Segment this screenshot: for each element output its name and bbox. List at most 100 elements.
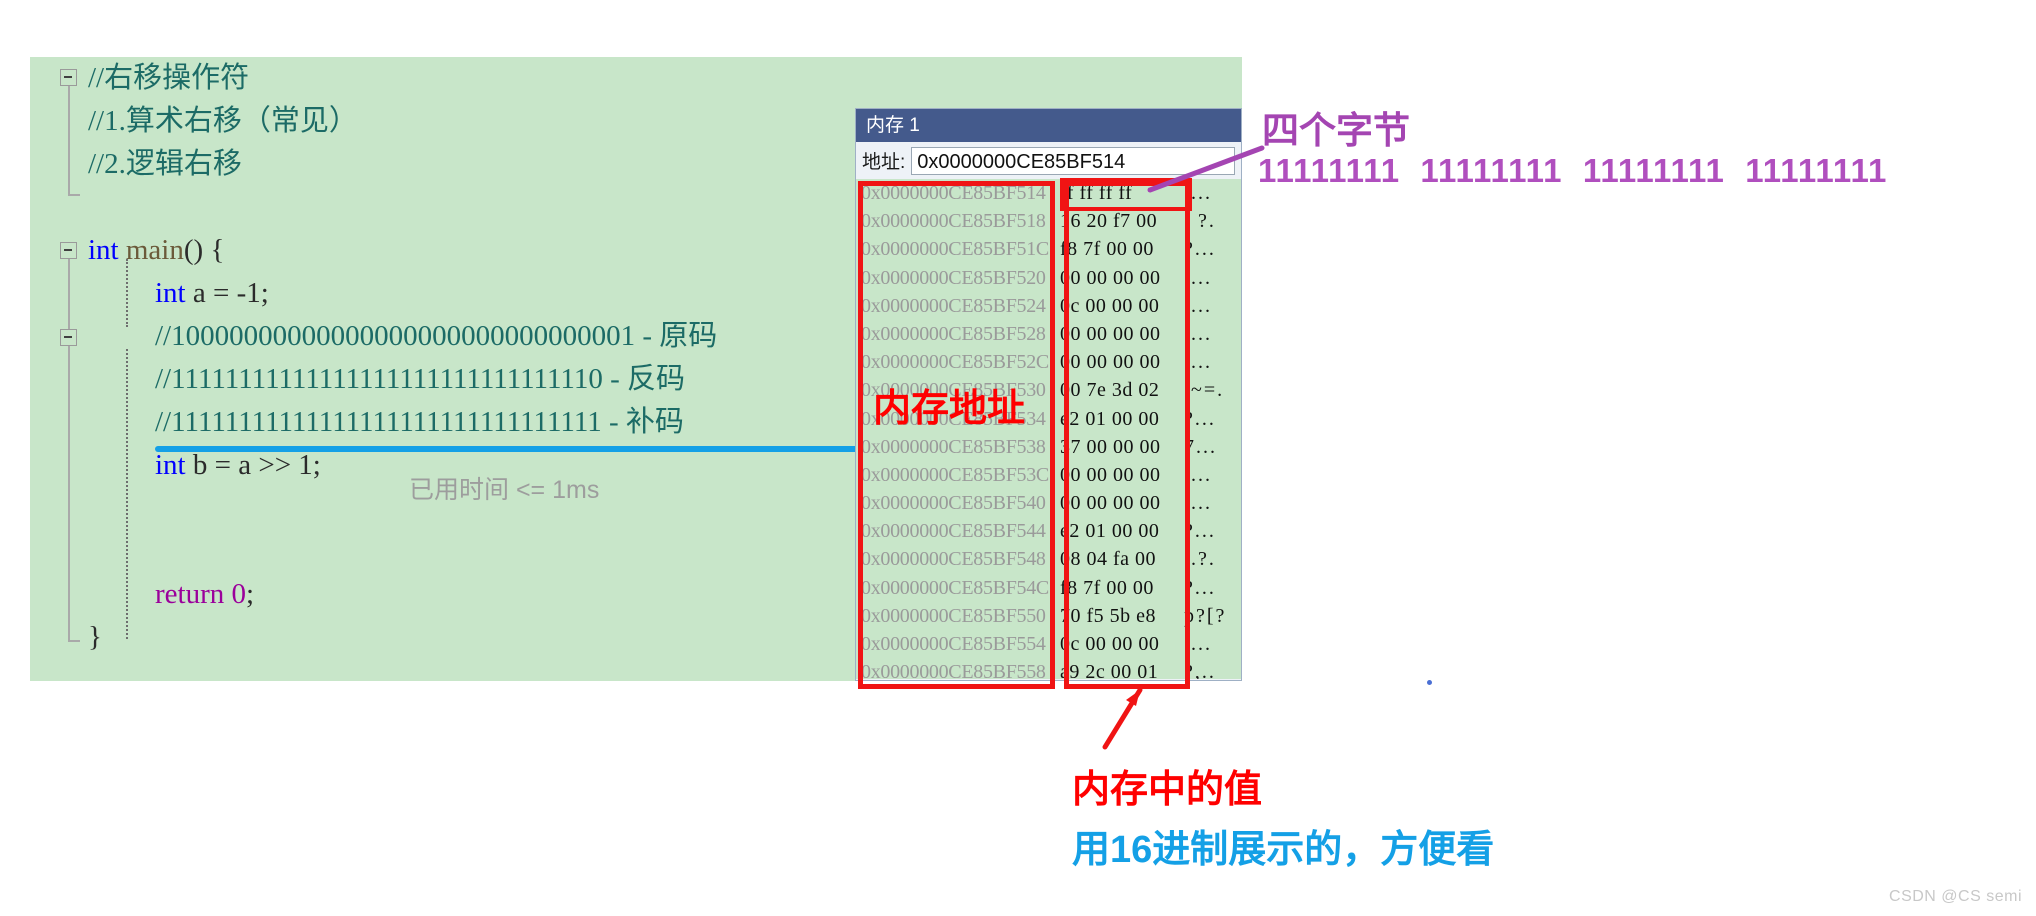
- memory-row-address: 0x0000000CE85BF518: [861, 210, 1046, 233]
- watermark: CSDN @CS semi: [1889, 888, 2022, 905]
- memory-row-address: 0x0000000CE85BF534: [861, 407, 1046, 430]
- memory-row-hex: e2 01 00 00: [1060, 407, 1160, 430]
- memory-row-hex: 08 04 fa 00: [1060, 548, 1157, 571]
- memory-row-ascii: ?...: [1184, 576, 1216, 599]
- memory-row-address: 0x0000000CE85BF528: [861, 322, 1046, 345]
- red-arrow-head: [1126, 690, 1140, 706]
- memory-row-hex: 00 00 00 00: [1060, 492, 1161, 515]
- memory-row-address: 0x0000000CE85BF544: [861, 520, 1046, 543]
- fold-guide-inner-top: [126, 259, 128, 327]
- code-line-1: //右移操作符: [88, 62, 250, 94]
- memory-row[interactable]: 0x0000000CE85BF518 16 20 f7 00 . ?.: [856, 207, 1241, 235]
- fold-guide-foot: [68, 194, 80, 196]
- memory-row[interactable]: 0x0000000CE85BF52C 00 00 00 00....: [856, 348, 1241, 376]
- memory-row-ascii: ....: [1184, 322, 1212, 345]
- fold-guide-inner-bottom: [126, 349, 128, 639]
- memory-row-ascii: ?,..: [1184, 661, 1216, 679]
- memory-row-hex: a9 2c 00 01: [1060, 661, 1159, 679]
- fold-toggle-comment-block[interactable]: [60, 69, 77, 86]
- code-line-9: //11111111111111111111111111111111 - 补码: [155, 406, 684, 438]
- emphasis-underline: [155, 446, 865, 452]
- code-line-6: int a = -1;: [155, 277, 269, 309]
- address-input[interactable]: 0x0000000CE85BF514: [911, 146, 1235, 175]
- fold-guide-foot-main: [68, 640, 80, 642]
- memory-row-ascii: ....: [1184, 182, 1212, 204]
- fold-guide-line-main: [68, 259, 70, 640]
- memory-row[interactable]: 0x0000000CE85BF520 00 00 00 00....: [856, 264, 1241, 292]
- memory-row-ascii: ....: [1184, 633, 1212, 655]
- memory-row-address: 0x0000000CE85BF540: [861, 492, 1046, 515]
- memory-row-hex: 00 00 00 00: [1060, 463, 1161, 486]
- memory-row[interactable]: 0x0000000CE85BF53C 00 00 00 00....: [856, 461, 1241, 489]
- memory-row[interactable]: 0x0000000CE85BF544 e2 01 00 00?...: [856, 517, 1241, 545]
- code-line-3: //2.逻辑右移: [88, 148, 242, 180]
- fold-toggle-main[interactable]: [60, 242, 77, 259]
- memory-row-ascii: ....: [1184, 266, 1212, 289]
- code-line-7: //10000000000000000000000000000001 - 原码: [155, 320, 718, 352]
- memory-row-address: 0x0000000CE85BF554: [861, 633, 1046, 655]
- memory-row[interactable]: 0x0000000CE85BF554 0c 00 00 00....: [856, 630, 1241, 658]
- fold-toggle-comments-inner[interactable]: [60, 329, 77, 346]
- address-label: 地址:: [862, 152, 906, 173]
- memory-row-address: 0x0000000CE85BF514: [861, 182, 1046, 204]
- memory-row-ascii: ?...: [1184, 407, 1216, 430]
- memory-row-address: 0x0000000CE85BF520: [861, 266, 1046, 289]
- memory-row-address: 0x0000000CE85BF524: [861, 294, 1046, 317]
- memory-row-hex: 0c 00 00 00: [1060, 633, 1160, 655]
- memory-row-hex: e2 01 00 00: [1060, 520, 1160, 543]
- annotation-memory-value: 内存中的值: [1072, 769, 1263, 811]
- memory-row-ascii: ....: [1184, 463, 1212, 486]
- annotation-hex-note: 用16进制展示的，方便看: [1072, 829, 1495, 871]
- memory-address-bar: 地址: 0x0000000CE85BF514: [856, 142, 1241, 179]
- memory-row[interactable]: 0x0000000CE85BF514 ff ff ff ff....: [856, 179, 1241, 207]
- memory-row-hex: 00 7e 3d 02: [1060, 379, 1160, 402]
- memory-window-title: 内存 1: [856, 109, 1241, 142]
- memory-row-hex: 00 00 00 00: [1060, 266, 1161, 289]
- code-line-13: return 0;: [155, 578, 255, 610]
- memory-row[interactable]: 0x0000000CE85BF530 00 7e 3d 02 .~=.: [856, 376, 1241, 404]
- memory-row-ascii: ..?.: [1184, 548, 1216, 571]
- memory-row-ascii: ....: [1184, 492, 1212, 515]
- code-line-2: //1.算术右移（常见）: [88, 105, 358, 137]
- memory-row-ascii: ....: [1184, 351, 1212, 374]
- memory-row-hex: 0c 00 00 00: [1060, 294, 1160, 317]
- memory-row-hex: f8 7f 00 00: [1060, 238, 1154, 261]
- memory-row[interactable]: 0x0000000CE85BF540 00 00 00 00....: [856, 489, 1241, 517]
- code-line-14: }: [88, 621, 102, 653]
- memory-row[interactable]: 0x0000000CE85BF550 70 f5 5b e8 p?[?: [856, 602, 1241, 630]
- memory-row-ascii: ?...: [1184, 238, 1216, 261]
- memory-row-address: 0x0000000CE85BF54C: [861, 576, 1049, 599]
- memory-row-address: 0x0000000CE85BF558: [861, 661, 1046, 679]
- memory-row-ascii: ?...: [1184, 520, 1216, 543]
- memory-row-hex: 00 00 00 00: [1060, 351, 1161, 374]
- memory-row-ascii: p?[?: [1184, 604, 1227, 627]
- memory-row-address: 0x0000000CE85BF538: [861, 435, 1046, 458]
- memory-row-ascii: . ?.: [1184, 210, 1216, 233]
- fold-guide-line: [68, 86, 70, 194]
- memory-row-hex: 16 20 f7 00: [1060, 210, 1158, 233]
- stray-dot-marker: [1427, 680, 1432, 685]
- code-line-5: int main() {: [88, 234, 225, 266]
- memory-row[interactable]: 0x0000000CE85BF528 00 00 00 00....: [856, 320, 1241, 348]
- memory-row-address: 0x0000000CE85BF530: [861, 379, 1046, 402]
- memory-row-hex: 37 00 00 00: [1060, 435, 1161, 458]
- annotation-memory-address: 内存地址: [873, 388, 1026, 430]
- code-line-10: int b = a >> 1;: [155, 449, 321, 481]
- memory-row-hex: 00 00 00 00: [1060, 322, 1161, 345]
- memory-row[interactable]: 0x0000000CE85BF524 0c 00 00 00....: [856, 292, 1241, 320]
- memory-row-hex: ff ff ff ff: [1060, 182, 1133, 204]
- memory-row-ascii: ....: [1184, 294, 1212, 317]
- memory-row-address: 0x0000000CE85BF52C: [861, 351, 1049, 374]
- memory-row[interactable]: 0x0000000CE85BF558 a9 2c 00 01?,..: [856, 658, 1241, 679]
- red-arrow-line: [1102, 687, 1143, 750]
- memory-row[interactable]: 0x0000000CE85BF534 e2 01 00 00?...: [856, 405, 1241, 433]
- memory-row-address: 0x0000000CE85BF550: [861, 604, 1046, 627]
- memory-row-ascii: .~=.: [1184, 379, 1225, 402]
- memory-row-address: 0x0000000CE85BF53C: [861, 463, 1049, 486]
- memory-row-hex: 70 f5 5b e8: [1060, 604, 1157, 627]
